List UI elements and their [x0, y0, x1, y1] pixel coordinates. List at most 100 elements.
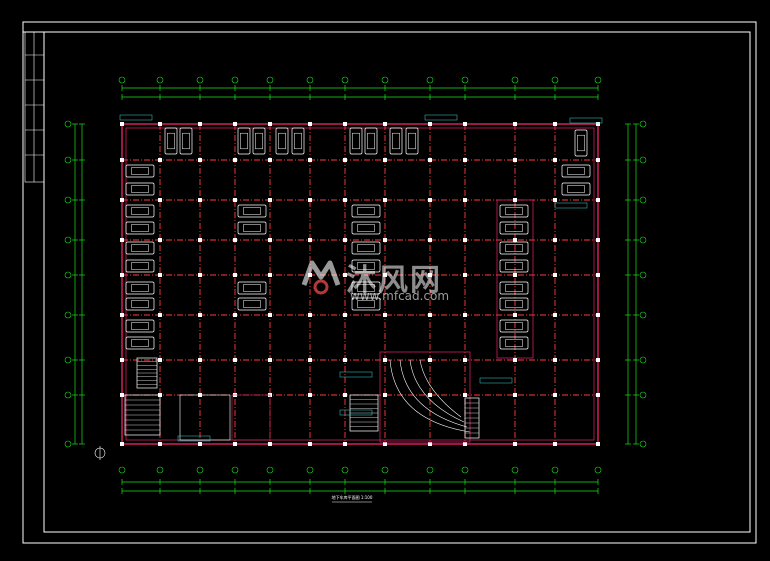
- car-stall: [349, 127, 363, 155]
- column: [120, 198, 124, 202]
- column: [428, 198, 432, 202]
- car-roof: [567, 167, 585, 175]
- column: [596, 393, 600, 397]
- car-roof: [182, 132, 190, 150]
- axis-bubble-right: [639, 196, 647, 204]
- column: [233, 358, 237, 362]
- car-roof: [352, 132, 360, 150]
- column: [198, 122, 202, 126]
- column: [428, 393, 432, 397]
- column: [268, 273, 272, 277]
- car-stall: [499, 319, 529, 333]
- car-roof: [240, 132, 248, 150]
- column: [383, 358, 387, 362]
- axis-bubble-left: [64, 156, 72, 164]
- column: [268, 238, 272, 242]
- car-stall: [405, 127, 419, 155]
- column: [596, 313, 600, 317]
- column: [383, 442, 387, 446]
- column: [158, 273, 162, 277]
- axis-bubble-top: [196, 76, 204, 84]
- car-roof: [131, 284, 149, 292]
- car-stall: [499, 259, 529, 273]
- column: [233, 198, 237, 202]
- car-roof: [505, 224, 523, 232]
- axis-bubble-top: [266, 76, 274, 84]
- car-roof: [243, 207, 261, 215]
- axis-bubble-right: [639, 356, 647, 364]
- car-roof: [131, 244, 149, 252]
- axis-bubble-top: [381, 76, 389, 84]
- axis-bubble-left: [64, 120, 72, 128]
- column: [463, 238, 467, 242]
- column: [198, 442, 202, 446]
- annotation-tag: [339, 409, 373, 416]
- column: [428, 313, 432, 317]
- column: [268, 358, 272, 362]
- car-stall: [179, 127, 193, 155]
- axis-bubble-left: [64, 356, 72, 364]
- car-stall: [561, 164, 591, 178]
- column: [158, 358, 162, 362]
- column: [428, 273, 432, 277]
- column: [120, 273, 124, 277]
- column: [513, 198, 517, 202]
- drawing-caption: 地下车库平面图 1:100: [332, 494, 373, 500]
- column: [553, 393, 557, 397]
- column: [268, 158, 272, 162]
- column: [428, 158, 432, 162]
- car-roof: [505, 244, 523, 252]
- watermark-title: 沐风网: [346, 263, 442, 298]
- car-stall: [499, 281, 529, 295]
- title-block: [24, 31, 45, 183]
- car-roof: [131, 339, 149, 347]
- axis-bubble-bottom: [231, 466, 239, 474]
- ramp-curve: [399, 359, 468, 428]
- car-roof: [505, 207, 523, 215]
- car-stall: [275, 127, 289, 155]
- column: [596, 238, 600, 242]
- annotation-tag: [339, 371, 373, 378]
- axis-bubble-right: [639, 120, 647, 128]
- column: [158, 158, 162, 162]
- annotation-tag: [479, 377, 513, 384]
- car-stall: [125, 297, 155, 311]
- column: [343, 442, 347, 446]
- ramp-enclosure: [379, 351, 471, 443]
- car-stall: [237, 221, 267, 235]
- annotation-tag: [554, 202, 588, 209]
- car-stall: [125, 336, 155, 350]
- axis-bubble-top: [306, 76, 314, 84]
- column: [308, 238, 312, 242]
- column: [596, 158, 600, 162]
- axis-bubble-top: [461, 76, 469, 84]
- column: [553, 313, 557, 317]
- column: [198, 273, 202, 277]
- ramp-curve: [409, 359, 465, 423]
- car-stall: [574, 129, 588, 157]
- car-stall: [351, 241, 381, 255]
- car-stall: [364, 127, 378, 155]
- axis-bubble-top: [426, 76, 434, 84]
- column: [233, 238, 237, 242]
- car-roof: [131, 185, 149, 193]
- axis-bubble-right: [639, 391, 647, 399]
- annotation-tag: [569, 117, 603, 124]
- column: [596, 198, 600, 202]
- column: [463, 393, 467, 397]
- axis-bubble-top: [511, 76, 519, 84]
- column: [428, 122, 432, 126]
- column: [308, 358, 312, 362]
- column: [120, 158, 124, 162]
- car-stall: [237, 204, 267, 218]
- column: [463, 158, 467, 162]
- column: [553, 198, 557, 202]
- car-stall: [237, 297, 267, 311]
- car-roof: [505, 339, 523, 347]
- column: [463, 122, 467, 126]
- car-stall: [252, 127, 266, 155]
- column: [120, 358, 124, 362]
- column: [308, 442, 312, 446]
- car-roof: [505, 300, 523, 308]
